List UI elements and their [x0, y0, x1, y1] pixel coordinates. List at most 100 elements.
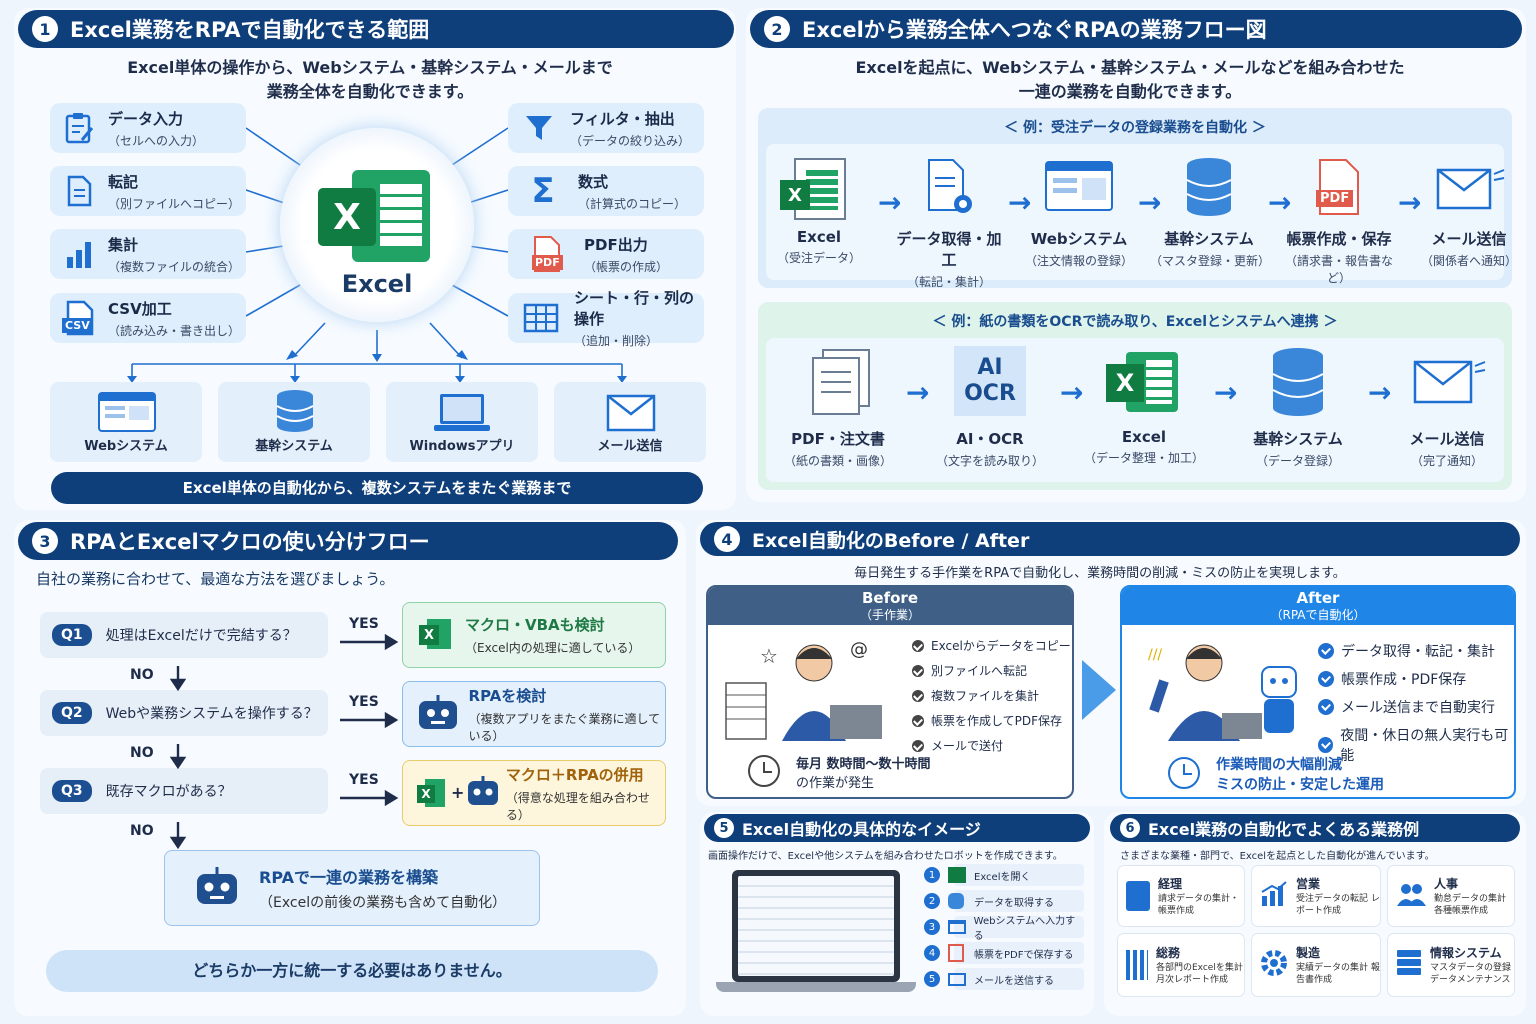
flow-item-desc: （請求書・報告書など）: [1284, 254, 1393, 285]
flow-item-name: Webシステム: [1030, 230, 1128, 248]
answer-subtitle: （複数アプリをまたぐ業務に適している）: [468, 711, 661, 743]
flow-item-name: メール送信: [1409, 430, 1485, 448]
flow-arrow-icon: →: [1138, 186, 1162, 219]
target-tile-windows-app: Windowsアプリ: [386, 382, 538, 462]
flow-item-desc: （完了通知）: [1410, 454, 1483, 468]
example-1-flow: X Excel（受注データ） → データ取得・加工（転記・集計） → Webシス…: [760, 156, 1528, 290]
excel-x-glyph: X: [417, 785, 435, 803]
stressed-worker-icon: ☆@: [720, 633, 900, 747]
section-2-header: 2 Excelから業務全体へつなぐRPAの業務フロー図: [750, 10, 1522, 48]
excel-logo-icon: X: [318, 170, 430, 262]
before-after-arrow-icon: [1082, 660, 1116, 720]
section-number: 6: [1120, 818, 1140, 838]
tile-label: 基幹システム: [255, 439, 333, 454]
section-2-lead: Excelを起点に、Webシステム・基幹システム・メールなどを組み合わせた 一連…: [770, 56, 1490, 104]
answer-title: RPAを検討: [468, 686, 547, 705]
example-2-title: ＜ 例：紙の書類をOCRで読み取り、Excelとシステムへ連携 ＞: [932, 314, 1338, 330]
example-sales: 営業受注データの転記 レポート作成: [1252, 866, 1380, 926]
flow-item-desc: （転記・集計）: [906, 275, 991, 289]
lead-line: Excelを起点に、Webシステム・基幹システム・メールなどを組み合わせた: [855, 58, 1405, 77]
example-title: 総務: [1156, 945, 1181, 960]
after-checklist: データ取得・転記・集計 帳票作成・PDF保存 メール送信まで自動実行 夜間・休日…: [1318, 641, 1514, 773]
tile-label: Webシステム: [84, 439, 168, 454]
section-4-lead: 毎日発生する手作業をRPAで自動化し、業務時間の削減・ミスの防止を実現します。: [854, 566, 1346, 581]
mail-mini-icon: [948, 972, 966, 986]
excel-file-icon: X: [760, 156, 878, 222]
pdf-file-icon: PDF: [508, 235, 584, 273]
flow-item-core-system: 基幹システム（マスタ登録・更新）: [1150, 156, 1270, 269]
card-subtitle: （追加・削除）: [574, 334, 659, 348]
before-item-text: 帳票を作成してPDF保存: [931, 714, 1063, 728]
before-item-text: メールで送付: [931, 739, 1004, 753]
people-icon: [1396, 881, 1426, 911]
check-icon: [1318, 671, 1334, 687]
step-number-icon: 2: [924, 893, 940, 909]
example-manufacturing: 製造実績データの集計 報告書作成: [1252, 934, 1380, 996]
browser-window-icon: [1020, 156, 1138, 222]
step-number-icon: 1: [924, 867, 940, 883]
flow-item-report: PDF 帳票作成・保存（請求書・報告書など）: [1280, 156, 1398, 286]
excel-x-glyph: X: [780, 180, 810, 210]
bar-chart-icon: [50, 239, 108, 269]
pdf-badge: PDF: [532, 255, 563, 270]
card-title: シート・行・列の操作: [574, 289, 695, 328]
flow-item-excel-process: X Excel（データ整理・加工）: [1074, 346, 1214, 466]
step-text: 帳票をPDFで保存する: [974, 949, 1074, 961]
svg-text:☆: ☆: [760, 644, 778, 668]
flow-item-name: AI・OCR: [956, 430, 1024, 448]
svg-text:///: ///: [1148, 647, 1162, 663]
step-text: Webシステムへ入力する: [973, 916, 1076, 942]
capability-card-sheet-ops: シート・行・列の操作 （追加・削除）: [508, 289, 704, 348]
pdf-badge: PDF: [1316, 190, 1354, 207]
after-item: 夜間・休日の無人実行も可能: [1318, 725, 1514, 765]
step-number-icon: 4: [924, 945, 940, 961]
before-footer-line: の作業が発生: [796, 776, 875, 791]
check-icon: [912, 714, 924, 727]
step-text: Excelを開く: [974, 871, 1031, 883]
before-item: 帳票を作成してPDF保存: [912, 712, 1071, 729]
section-3-header: 3 RPAとExcelマクロの使い分けフロー: [18, 522, 678, 560]
pdf-file-icon: PDF: [1280, 156, 1398, 222]
card-subtitle: （セルへの入力）: [108, 133, 205, 148]
capability-card-pdf: PDF PDF出力（帳票の作成）: [508, 229, 704, 279]
before-card: Before（手作業） ☆@ Excelからデータをコピー 別ファイルへ転記 複…: [706, 585, 1074, 799]
flow-item-name: 基幹システム: [1253, 430, 1343, 448]
mail-send-icon: [1382, 346, 1512, 422]
database-mini-icon: [948, 893, 964, 909]
target-tile-core: 基幹システム: [218, 382, 370, 462]
mail-send-icon: [1410, 156, 1528, 222]
example-1-inner: [766, 144, 1504, 280]
card-subtitle: （計算式のコピー）: [578, 196, 687, 211]
robot-icon: [193, 865, 259, 911]
target-tile-web: Webシステム: [50, 382, 202, 462]
browser-mini-icon: [947, 920, 966, 934]
pdf-mini-icon: [948, 944, 964, 962]
step-number-icon: 5: [924, 971, 940, 987]
example-desc: マスタデータの登録 データメンテナンス: [1430, 962, 1512, 985]
before-item-text: 複数ファイルを集計: [931, 689, 1040, 703]
database-icon: [1228, 346, 1368, 422]
after-item-text: データ取得・転記・集計: [1341, 644, 1495, 660]
flow-item-name: PDF・注文書: [791, 430, 885, 448]
before-footer: 毎月 数時間〜数十時間の作業が発生: [796, 755, 931, 793]
clock-icon: [1168, 757, 1200, 789]
example-title: 人事: [1434, 876, 1459, 891]
document-gear-icon: [890, 156, 1008, 222]
example-general-affairs: 総務各部門のExcelを集計 月次レポート作成: [1118, 934, 1244, 996]
card-title: 数式: [578, 172, 609, 191]
flow-item-data-processing: データ取得・加工 （転記・集計）: [890, 156, 1008, 290]
flow-arrow-icon: →: [1214, 376, 1238, 409]
flow-item-name: Excel: [1121, 428, 1167, 446]
flow-item-name: データ取得・加工: [896, 230, 1002, 269]
after-footer-line: 作業時間の大幅削減: [1216, 757, 1342, 773]
no-label: NO: [130, 667, 154, 683]
answer-rpa: RPAを検討 （複数アプリをまたぐ業務に適している）: [402, 681, 666, 747]
flow-arrow-icon: →: [1008, 186, 1032, 219]
after-item: メール送信まで自動実行: [1318, 697, 1514, 717]
after-title: After: [1296, 589, 1340, 607]
final-title: RPAで一連の業務を構築: [259, 868, 438, 887]
check-icon: [912, 639, 924, 652]
